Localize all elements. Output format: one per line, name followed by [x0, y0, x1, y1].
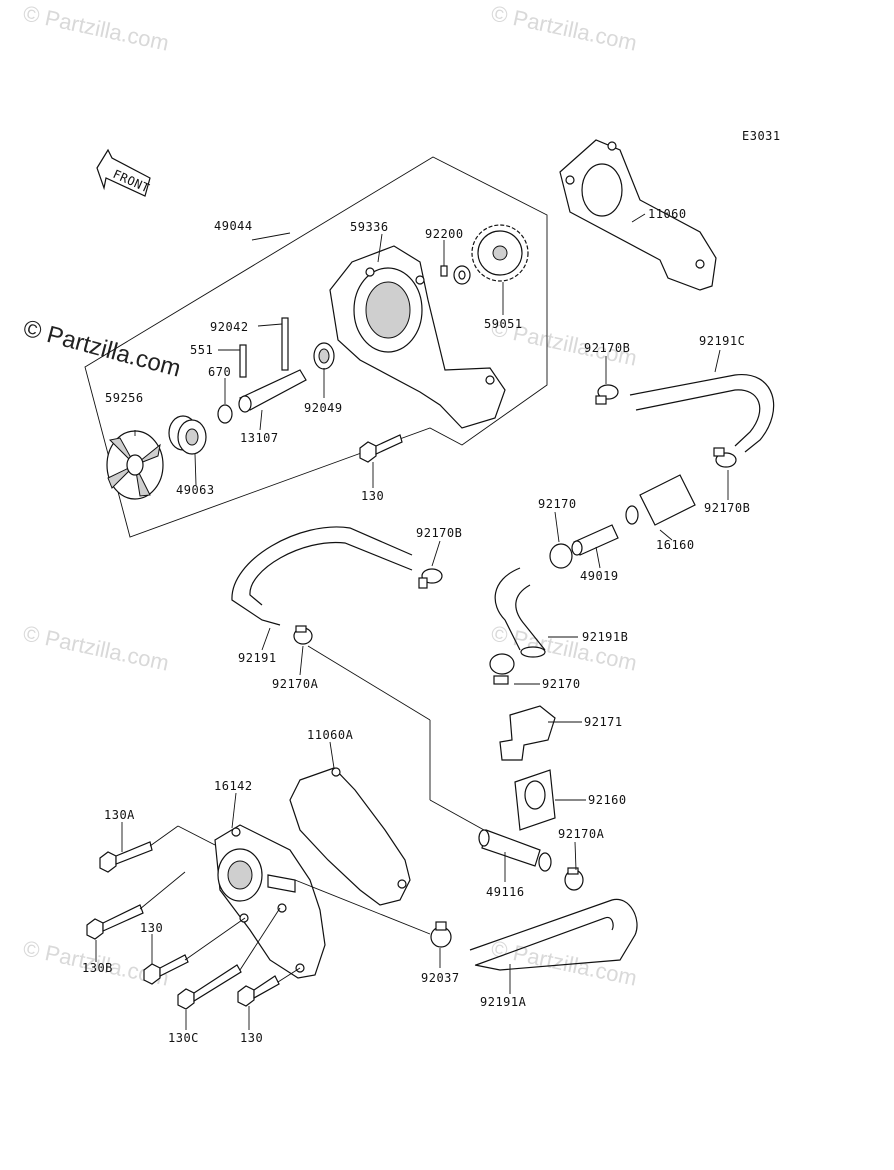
part-label: 130 [140, 921, 163, 935]
clamp-92170a-b [564, 867, 584, 891]
bolt-130c [177, 964, 242, 1010]
pin-92042 [281, 317, 289, 371]
part-label: 59051 [484, 317, 523, 331]
part-label: 130 [361, 489, 384, 503]
part-labels: 49044 59336 92200 59051 92042 551 670 59… [82, 207, 750, 1045]
bolt-130b [86, 904, 144, 940]
washer [440, 265, 471, 285]
pump-housing [329, 245, 506, 429]
part-label: 92191A [480, 995, 527, 1009]
part-label: 11060A [307, 728, 354, 742]
part-label: 92037 [421, 971, 460, 985]
watermark: © Partzilla.com [489, 0, 639, 55]
oil-seal [313, 342, 335, 370]
grommet [514, 769, 556, 831]
part-label: 92170B [416, 526, 462, 540]
part-label: 49044 [214, 219, 253, 233]
watermark-corner: © Partzilla.com [20, 315, 183, 383]
cover-gasket [289, 767, 411, 906]
o-ring [217, 404, 233, 424]
mechanical-seal [168, 415, 207, 455]
clamp-92170-b [489, 653, 515, 685]
part-label: 130 [240, 1031, 263, 1045]
clamp-92170b-a [595, 384, 619, 405]
cylinder-gasket [559, 139, 717, 291]
bolt-130a [99, 841, 153, 873]
watermark: © Partzilla.com [21, 0, 171, 55]
assembly-outline [84, 156, 548, 538]
part-label: 16142 [214, 779, 253, 793]
diagram-code: E3031 [742, 129, 781, 143]
part-label: 130B [82, 961, 113, 975]
part-label: 92049 [304, 401, 343, 415]
hose-92191a [469, 898, 638, 971]
part-label: 92160 [588, 793, 627, 807]
clamp-92170b-b [713, 447, 737, 468]
part-label: 59336 [350, 220, 389, 234]
clamp-92170-a [549, 543, 573, 569]
part-label: 670 [208, 365, 231, 379]
bracket [499, 705, 556, 761]
part-label: 49063 [176, 483, 215, 497]
hose-92191c [629, 374, 775, 453]
fitting [478, 829, 552, 872]
part-label: 551 [190, 343, 213, 357]
part-label: 92170 [542, 677, 581, 691]
clamp-92170a-a [293, 625, 313, 645]
part-label: 92170A [272, 677, 319, 691]
bolt-130-top [359, 434, 403, 463]
hose-92191 [231, 526, 413, 626]
clamp-92037 [430, 921, 452, 948]
part-label: 49019 [580, 569, 619, 583]
inline-filter [625, 474, 696, 526]
part-label: 130C [168, 1031, 199, 1045]
part-label: 16160 [656, 538, 695, 552]
part-label: 92200 [425, 227, 464, 241]
part-label: 92042 [210, 320, 249, 334]
hose-92191b [494, 567, 546, 658]
watermark: © Partzilla.com [489, 935, 639, 990]
pin-551 [239, 344, 247, 378]
bolt-130-bot [237, 975, 280, 1007]
drive-gear [471, 224, 529, 282]
part-label: 92170B [584, 341, 630, 355]
impeller [106, 430, 164, 500]
part-label: 11060 [648, 207, 687, 221]
part-label: 92191C [699, 334, 745, 348]
part-label: 92191B [582, 630, 628, 644]
part-label: 92170A [558, 827, 605, 841]
joint-pipe [571, 524, 619, 556]
part-label: 92191 [238, 651, 277, 665]
part-label: 92171 [584, 715, 623, 729]
pump-shaft [238, 369, 307, 413]
leader-lines [95, 213, 729, 1030]
part-label: 49116 [486, 885, 525, 899]
watermark: © Partzilla.com [21, 620, 171, 675]
part-label: 92170 [538, 497, 577, 511]
front-arrow-icon: FRONT [96, 148, 152, 197]
part-label: 130A [104, 808, 135, 822]
clamp-92170b-c [418, 568, 443, 589]
part-label: 59256 [105, 391, 144, 405]
pump-cover [214, 824, 326, 979]
part-label: 92170B [704, 501, 750, 515]
part-label: 13107 [240, 431, 279, 445]
